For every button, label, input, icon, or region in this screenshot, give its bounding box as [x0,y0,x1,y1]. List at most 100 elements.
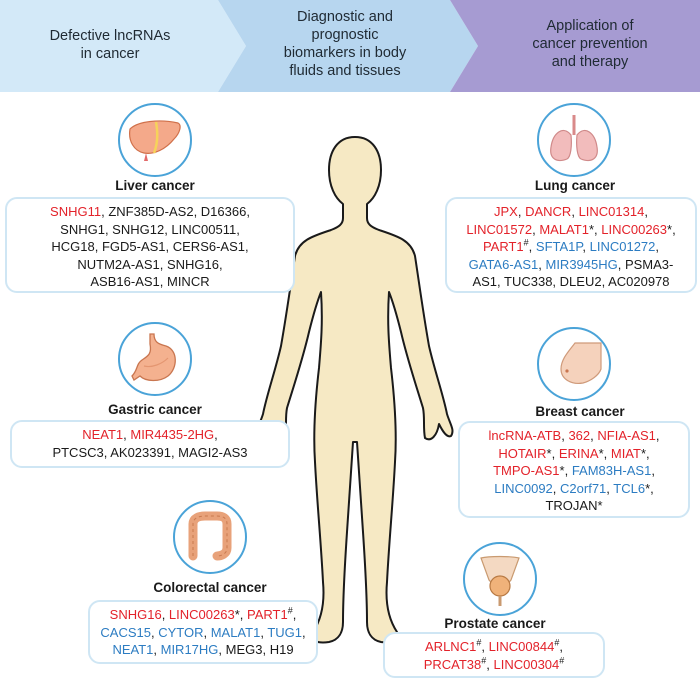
lncrna-red: NEAT1 [82,427,124,442]
lncrna-blue: TUG1 [267,624,302,640]
liver-cancer-title: Liver cancer [115,178,195,193]
colon-icon [188,511,232,561]
lncrna-line: GATA6-AS1, MIR3945HG, PSMA3- [453,256,689,274]
lncrna-red: SNHG16 [109,607,162,622]
lncrna-red: MIR4435-2HG [130,427,215,442]
lncrna-line: lncRNA-ATB, 362, NFIA-AS1, [466,427,682,445]
lncrna-text: , [561,428,569,443]
lncrna-line: PTCSC3, AK023391, MAGI2-AS3 [18,444,282,462]
lncrna-red: LINC01572 [466,221,533,237]
lncrna-text: *, [559,463,572,478]
stage-1-label: Defective lncRNAs in cancer [49,28,171,62]
lncrna-line: NEAT1, MIR4435-2HG, [18,426,282,444]
lncrna-red: ERINA [558,445,599,461]
stage-2-arrow [218,0,478,92]
lncrna-red: LINC00844 [488,639,555,654]
lncrna-text: HCG18, FGD5-AS1, CERS6-AS1, [51,239,249,254]
lncrna-red: NFIA-AS1 [597,428,656,443]
lncrna-line: PRCAT38#, LINC00304# [391,656,597,674]
lncrna-blue: MIR3945HG [545,256,618,272]
lncrna-text: ASB16-AS1, MINCR [90,274,210,289]
breast-icon-circle [537,327,611,401]
lncrna-text: *, [546,445,559,461]
stomach-icon-circle [118,322,192,396]
lncrna-line: JPX, DANCR, LINC01314, [453,203,689,221]
lncrna-red: lncRNA-ATB [488,428,562,443]
lncrna-text: , [532,221,540,237]
lncrna-text: , ZNF385D-AS2, D16366, [101,204,250,219]
lncrna-red: 362 [568,428,591,443]
lncrna-text: , [644,204,648,219]
lncrna-line: HCG18, FGD5-AS1, CERS6-AS1, [13,238,287,256]
lncrna-text: , [517,204,526,219]
lncrna-line: LINC01572, MALAT1*, LINC00263*, [453,221,689,239]
lncrna-red: LINC00263 [601,221,668,237]
lncrna-text: # [554,637,560,648]
lncrna-text: # [287,605,293,616]
lncrna-text: , MEG3, H19 [218,642,294,657]
lncrna-line: PART1#, SFTA1P, LINC01272, [453,238,689,256]
lncrna-blue: MIR17HG [160,642,219,657]
lungs-icon-circle [537,103,611,177]
lncrna-text: , [203,624,211,640]
lncrna-text: # [481,655,487,666]
lncrna-text: , [292,607,297,622]
lncrna-text: , [486,656,494,672]
lncrna-text: SNHG1, SNHG12, LINC00511, [60,221,240,237]
lncrna-line: SNHG16, LINC00263*, PART1#, [96,606,310,624]
lncrna-text: , [214,427,218,442]
lncrna-text: , [655,428,660,443]
lncrna-text: , [301,624,306,640]
breast-icon [560,342,602,384]
lncrna-text: *, [234,607,247,622]
lncrna-text: *, [588,221,602,237]
liver-icon-circle [118,103,192,177]
lncrna-blue: CYTOR [158,624,204,640]
lncrna-text: *, [640,445,650,461]
lncrna-blue: NEAT1 [112,642,154,657]
lncrna-red: ARLNC1 [425,639,477,654]
lncrna-text: , [528,239,536,254]
lncrna-text: TROJAN* [545,498,603,513]
lncrna-line: ASB16-AS1, MINCR [13,273,287,291]
lncrna-text: , [655,239,660,254]
lncrna-line: CACS15, CYTOR, MALAT1, TUG1, [96,624,310,642]
lncrna-text: *, [598,445,611,461]
stage-2-label: Diagnostic and prognostic biomarkers in … [283,9,407,79]
lung-cancer-title: Lung cancer [534,178,616,193]
lncrna-text: *, [645,480,654,496]
lncrna-text: # [523,237,529,248]
lncrna-text: , [123,427,131,442]
lungs-icon [550,115,598,162]
lncrna-red: LINC00263 [168,607,235,622]
prostate-icon [480,555,520,606]
lncrna-red: PART1 [482,239,524,254]
lncrna-text: , [582,239,590,254]
lncrna-text: PTCSC3, AK023391, MAGI2-AS3 [52,444,248,460]
lncrna-red: SNHG11 [50,204,102,219]
lncrna-text: , [552,480,561,496]
lncrna-text: , PSMA3- [617,256,674,272]
lncrna-line: TROJAN* [466,497,682,515]
lncrna-text: , [150,624,159,640]
lncrna-blue: LINC01272 [589,239,656,254]
stomach-icon [131,333,176,382]
lncrna-text: , [481,639,489,654]
breast-lncrna-box: lncRNA-ATB, 362, NFIA-AS1,HOTAIR*, ERINA… [458,421,690,518]
gastric-lncrna-box: NEAT1, MIR4435-2HG,PTCSC3, AK023391, MAG… [10,420,290,468]
lncrna-blue: SFTA1P [535,239,583,254]
lncrna-red: DANCR [525,204,572,219]
lncrna-line: SNHG11, ZNF385D-AS2, D16366, [13,203,287,221]
lncrna-line: HOTAIR*, ERINA*, MIAT*, [466,445,682,463]
lncrna-blue: C2orf71 [560,480,607,496]
lncrna-text: NUTM2A-AS1, SNHG16, [77,256,223,272]
prostate-icon-circle [463,542,537,616]
lncrna-red: PRCAT38 [423,656,482,672]
lncrna-blue: FAM83H-AS1 [571,463,652,478]
liver-icon [129,120,181,161]
lncrna-blue: LINC0092 [494,480,553,496]
prostate-lncrna-box: ARLNC1#, LINC00844#,PRCAT38#, LINC00304# [383,632,605,678]
lncrna-blue: GATA6-AS1 [468,256,539,272]
stage-3-arrow [450,0,700,92]
lncrna-red: LINC00304 [493,656,560,672]
